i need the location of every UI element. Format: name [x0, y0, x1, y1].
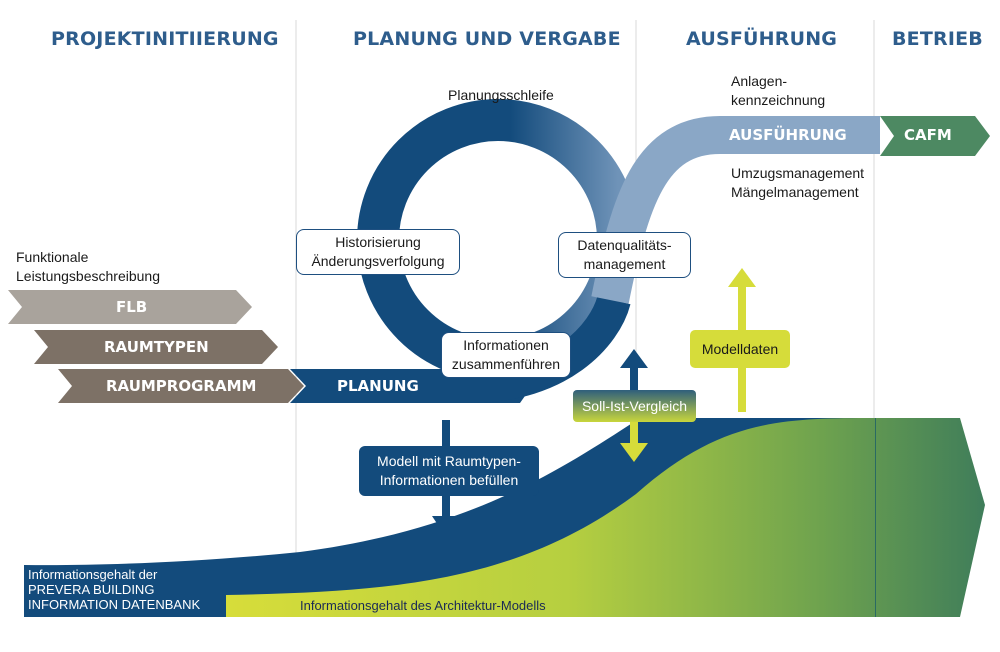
raumprogramm-chevron: [58, 369, 304, 403]
planungsschleife-label: Planungsschleife: [448, 87, 554, 103]
flb-note: Funktionale Leistungsbeschreibung: [16, 248, 160, 286]
raumprogramm-label: RAUMPROGRAMM: [106, 377, 257, 395]
historisierung-line-1: Historisierung: [335, 234, 421, 250]
flb-note-line-2: Leistungsbeschreibung: [16, 268, 160, 284]
prevera-line-1: Informationsgehalt der: [28, 567, 158, 582]
raumtypen-label: RAUMTYPEN: [104, 338, 209, 356]
soll-ist-arrow-down: [620, 443, 648, 462]
soll-ist-arrow-up: [620, 349, 648, 368]
soll-ist-label: Soll-Ist-Vergleich: [581, 398, 688, 414]
prevera-line-2: PREVERA BUILDING: [28, 582, 155, 597]
phase-betrieb: BETRIEB: [892, 28, 983, 50]
raumtypen-chevron: [34, 330, 278, 364]
architektur-label: Informationsgehalt des Architektur-Model…: [300, 598, 546, 613]
informationen-line-1: Informationen: [463, 337, 549, 353]
historisierung-line-2: Änderungsverfolgung: [311, 253, 445, 269]
modelldaten-arrow-head: [728, 268, 756, 287]
datenqualitaet-box: Datenqualitäts- management: [558, 232, 691, 278]
anlagen-note: Anlagen- kennzeichnung: [731, 72, 825, 110]
cafm-label: CAFM: [904, 126, 952, 144]
ausfuehrung-label: AUSFÜHRUNG: [729, 126, 847, 144]
phase-planung-und-vergabe: PLANUNG UND VERGABE: [353, 28, 621, 50]
prevera-line-3: INFORMATION DATENBANK: [28, 597, 201, 612]
management-note: Umzugsmanagement Mängelmanagement: [731, 164, 864, 202]
ring-bottom-connector: [469, 294, 631, 403]
planung-label: PLANUNG: [337, 377, 419, 395]
phase-ausfuehrung: AUSFÜHRUNG: [686, 28, 838, 50]
flb-label: FLB: [116, 298, 148, 316]
historisierung-box: Historisierung Änderungsverfolgung: [296, 229, 460, 275]
cafm-chevron: [880, 116, 990, 156]
modell-line-1: Modell mit Raumtypen-: [377, 453, 521, 469]
soll-ist-box: [573, 390, 696, 422]
modell-line-2: Informationen befüllen: [379, 472, 519, 488]
prevera-label: Informationsgehalt der PREVERA BUILDING …: [28, 567, 200, 612]
umzug-line: Umzugsmanagement: [731, 165, 865, 181]
anlagen-line-1: Anlagen-: [731, 73, 788, 89]
modell-befuellen-box: Modell mit Raumtypen- Informationen befü…: [359, 446, 539, 496]
informationen-box: Informationen zusammenführen: [441, 332, 571, 378]
modell-arrow-head: [432, 516, 460, 537]
flb-note-line-1: Funktionale: [16, 249, 89, 265]
datenqualitaet-line-1: Datenqualitäts-: [577, 237, 672, 253]
maengel-line: Mängelmanagement: [731, 184, 859, 200]
datenqualitaet-line-2: management: [583, 256, 666, 272]
modelldaten-box: Modelldaten: [690, 330, 790, 368]
anlagen-line-2: kennzeichnung: [731, 92, 826, 108]
flb-chevron: [8, 290, 252, 324]
architecture-information-area: [226, 418, 985, 617]
informationen-line-2: zusammenführen: [451, 356, 561, 372]
phase-projektinitiierung: PROJEKTINITIIERUNG: [51, 28, 279, 50]
